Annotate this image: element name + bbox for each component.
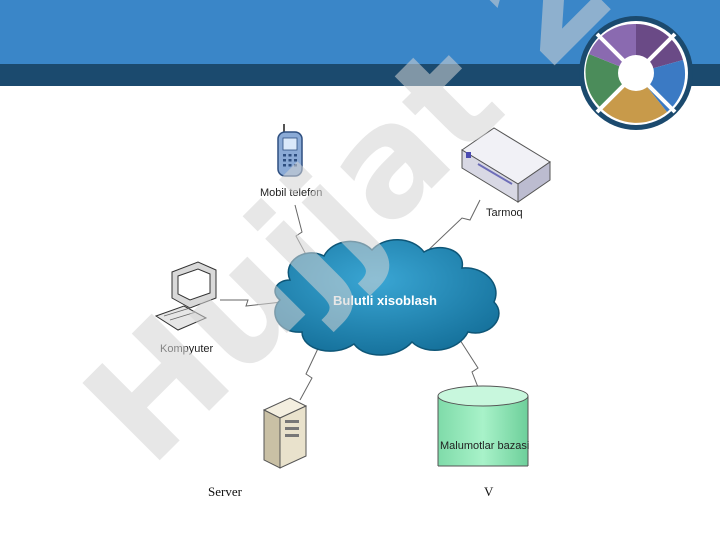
- database-icon: [437, 385, 529, 467]
- computer-icon: [154, 261, 217, 331]
- link-mobile-cloud: [294, 204, 311, 263]
- network-device-icon: [461, 127, 551, 203]
- database-caption: V: [484, 484, 494, 499]
- link-network-cloud: [419, 199, 481, 259]
- cloud-shape: [274, 239, 500, 356]
- logo-emblem: [579, 16, 693, 130]
- link-computer-cloud: [220, 299, 283, 307]
- header-band: [0, 64, 720, 86]
- link-server-cloud: [299, 339, 323, 401]
- network-label: Tarmoq: [486, 207, 523, 219]
- mobile-phone-icon: [277, 124, 303, 177]
- cloud-label: Bulutli xisoblash: [333, 293, 437, 308]
- computer-label: Kompyuter: [160, 343, 214, 355]
- server-icon: [262, 397, 308, 469]
- mobile-label: Mobil telefon: [260, 187, 322, 199]
- database-label: Malumotlar bazasi: [440, 440, 529, 452]
- server-label: Server: [208, 484, 243, 499]
